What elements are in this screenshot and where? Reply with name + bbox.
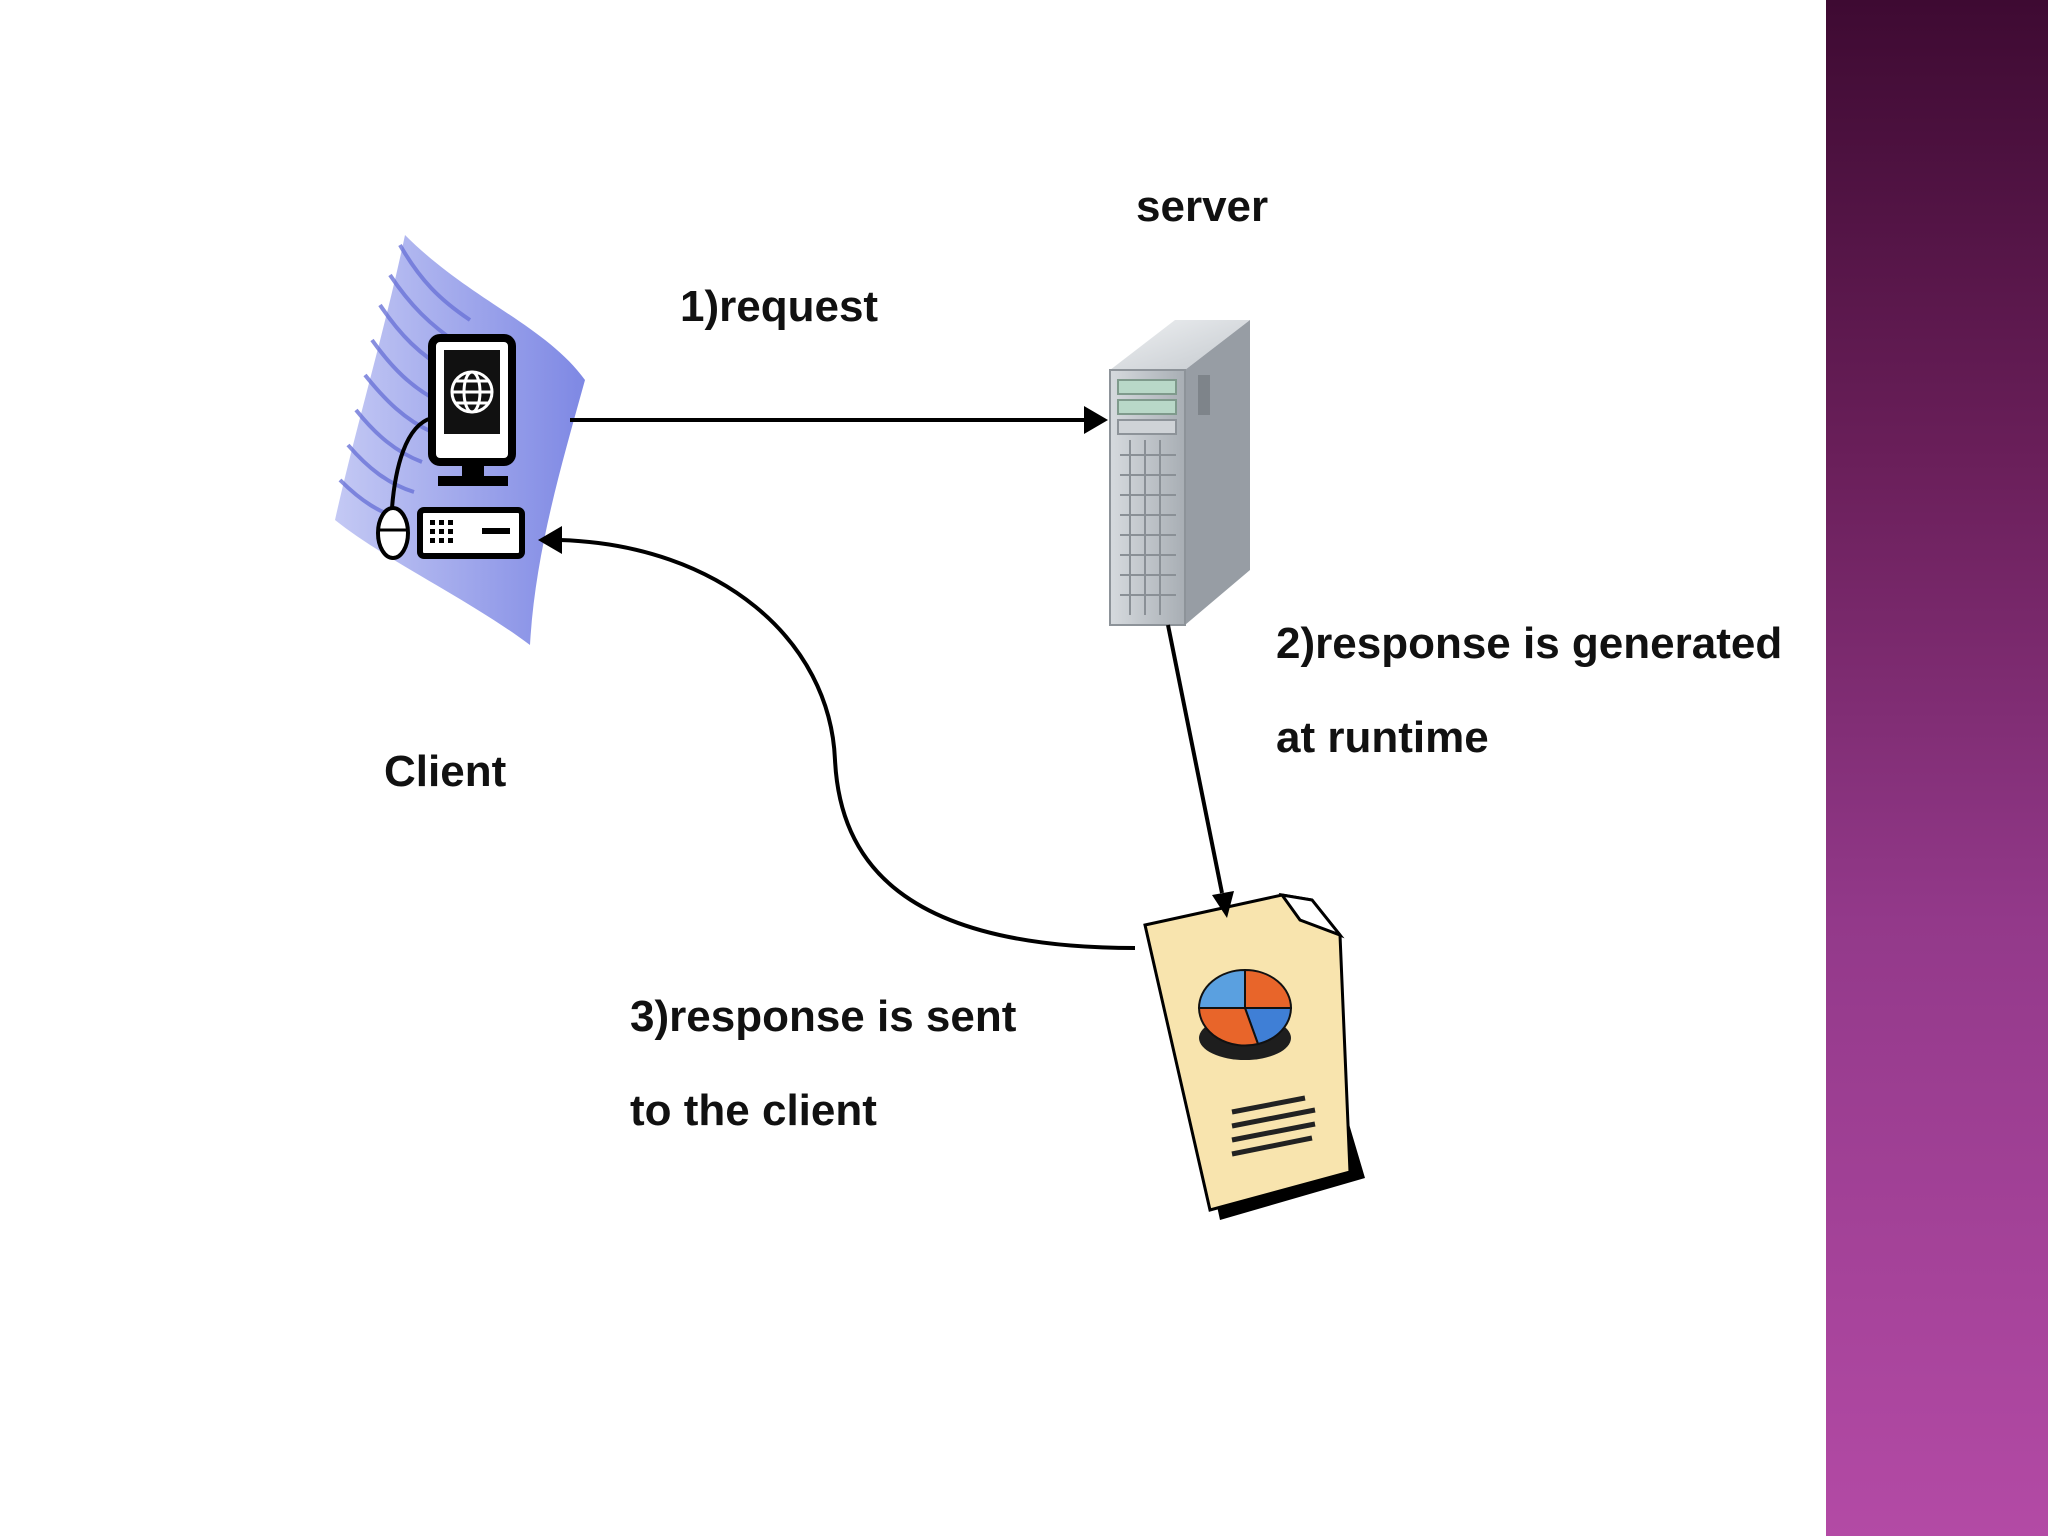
arrow-generate (1168, 625, 1234, 918)
server-tower-icon (1110, 320, 1250, 625)
send-label: 3)response is sent to the client (630, 970, 1016, 1158)
client-cpu-box (420, 510, 522, 556)
generate-label: 2)response is generated at runtime (1276, 597, 1782, 785)
client-monitor (432, 338, 512, 486)
server-label: server (1136, 160, 1268, 254)
report-document-icon (1145, 895, 1365, 1220)
client-computer-icon (335, 235, 585, 645)
mouse-icon (378, 508, 408, 558)
client-label: Client (384, 725, 506, 819)
arrow-request (570, 406, 1108, 434)
request-label: 1)request (680, 260, 878, 354)
arrow-send (538, 526, 1135, 948)
pie-chart-icon (1199, 970, 1291, 1060)
